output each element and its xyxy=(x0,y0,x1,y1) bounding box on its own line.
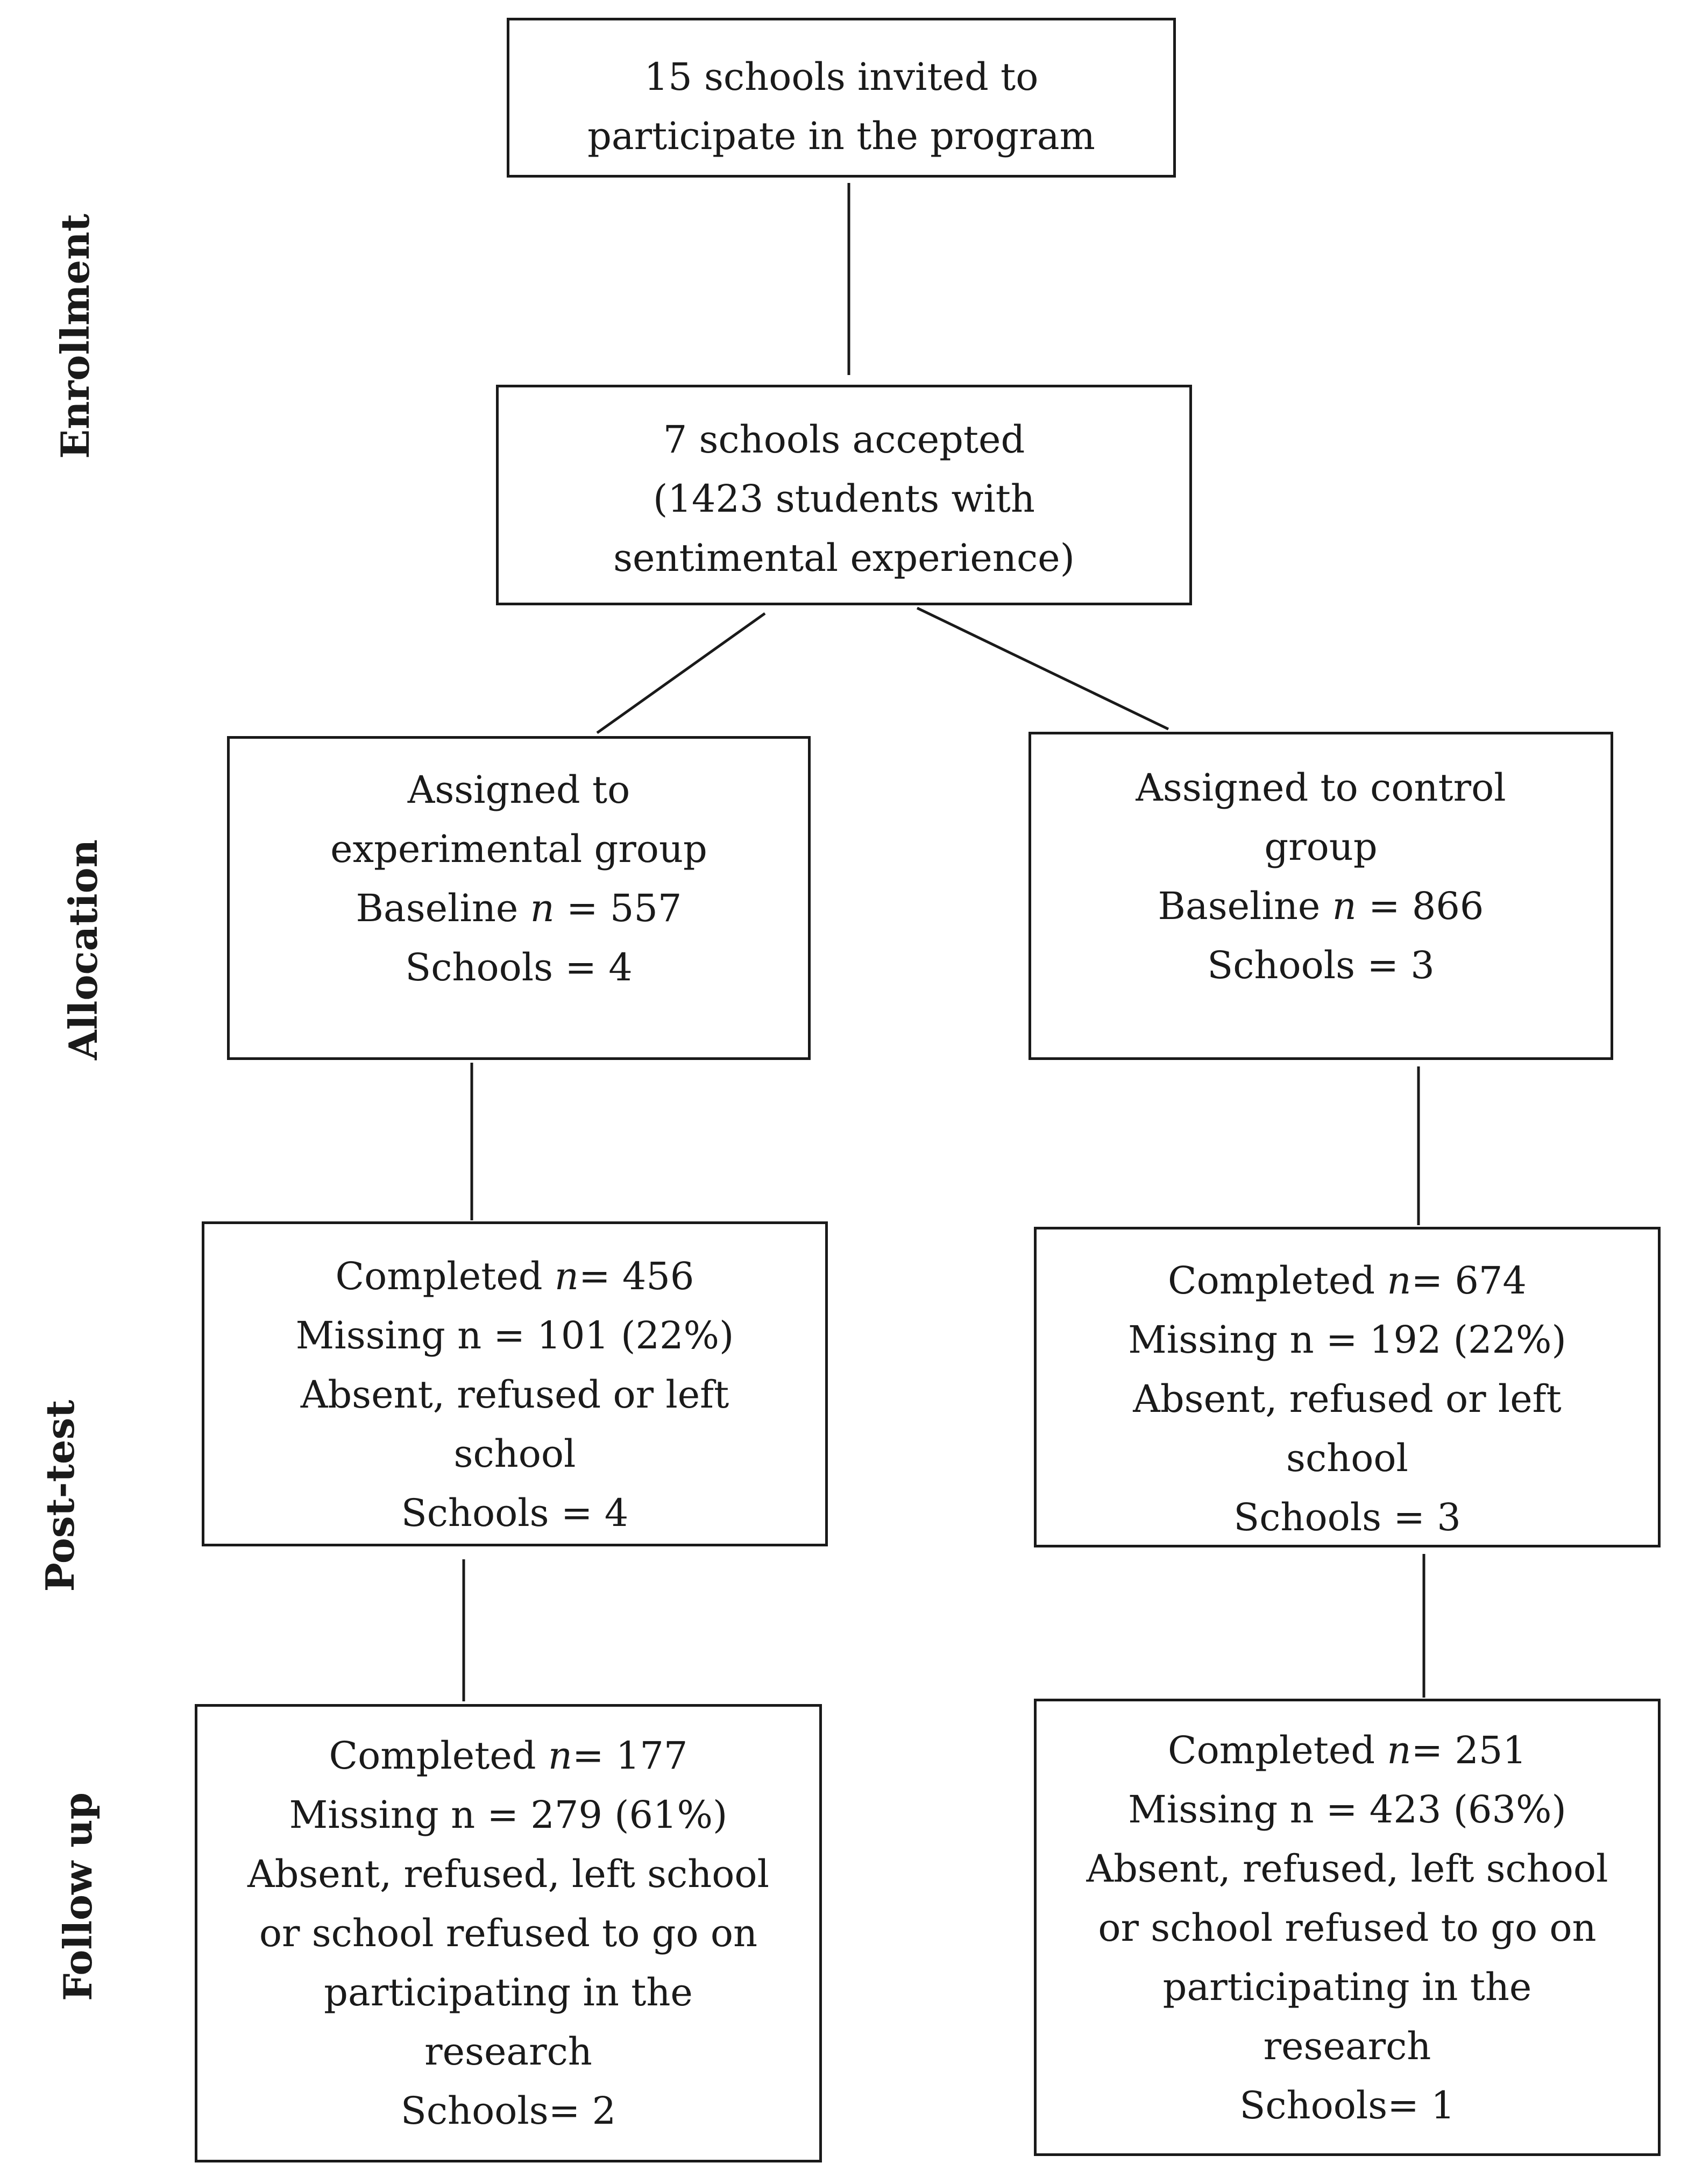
box-text: Absent, refused, left school xyxy=(1086,1847,1608,1891)
missing-count: Missing n = 279 (61%) xyxy=(289,1793,728,1837)
completed-value: = 177 xyxy=(572,1734,688,1778)
box-schools-invited: 15 schools invited to participate in the… xyxy=(507,18,1176,178)
completed-prefix: Completed xyxy=(335,1254,555,1298)
schools-count: Schools= 1 xyxy=(1239,2083,1455,2128)
box-text: school xyxy=(1286,1436,1408,1480)
box-experimental-followup: Completed n= 177 Missing n = 279 (61%) A… xyxy=(195,1704,822,2162)
box-text: school xyxy=(453,1432,576,1476)
baseline-prefix: Baseline xyxy=(1158,884,1332,928)
box-text: sentimental experience) xyxy=(613,536,1075,580)
n-symbol: n xyxy=(1387,1728,1412,1772)
schools-count: Schools = 3 xyxy=(1207,943,1435,987)
baseline-value: = 866 xyxy=(1356,884,1484,928)
completed-line: Completed n= 674 xyxy=(1037,1251,1658,1310)
box-text: participating in the xyxy=(1162,1965,1532,2009)
connector-accepted-to-control xyxy=(916,606,1169,731)
completed-value: = 456 xyxy=(578,1254,694,1298)
box-text: (1423 students with xyxy=(653,477,1035,521)
n-symbol: n xyxy=(548,1734,572,1778)
box-text: or school refused to go on xyxy=(1098,1906,1597,1950)
completed-prefix: Completed xyxy=(1168,1728,1387,1772)
completed-value: = 251 xyxy=(1411,1728,1527,1772)
completed-line: Completed n= 251 xyxy=(1037,1721,1658,1780)
box-text: participate in the program xyxy=(587,114,1095,158)
baseline-line: Baseline n = 557 xyxy=(230,879,808,938)
box-text: Absent, refused or left xyxy=(1133,1377,1562,1421)
schools-count: Schools = 4 xyxy=(405,945,633,989)
box-text: Assigned to xyxy=(407,768,630,812)
box-experimental-allocation: Assigned to experimental group Baseline … xyxy=(227,736,811,1060)
missing-count: Missing n = 101 (22%) xyxy=(295,1313,734,1358)
completed-value: = 674 xyxy=(1411,1259,1527,1303)
box-text: Absent, refused or left xyxy=(300,1373,729,1417)
stage-label-allocation: Allocation xyxy=(60,839,106,1061)
baseline-prefix: Baseline xyxy=(356,886,530,930)
n-symbol: n xyxy=(554,1254,579,1298)
box-text: 7 schools accepted xyxy=(663,418,1025,462)
box-text: Assigned to control xyxy=(1136,766,1506,810)
box-text: experimental group xyxy=(330,827,707,871)
completed-prefix: Completed xyxy=(329,1734,548,1778)
schools-count: Schools = 3 xyxy=(1233,1495,1461,1539)
box-schools-accepted: 7 schools accepted (1423 students with s… xyxy=(496,385,1192,605)
box-control-followup: Completed n= 251 Missing n = 423 (63%) A… xyxy=(1034,1699,1661,2156)
box-control-allocation: Assigned to control group Baseline n = 8… xyxy=(1029,732,1613,1060)
box-text: research xyxy=(1263,2024,1431,2068)
box-experimental-posttest: Completed n= 456 Missing n = 101 (22%) A… xyxy=(202,1221,828,1546)
completed-prefix: Completed xyxy=(1168,1259,1387,1303)
box-text: 15 schools invited to xyxy=(644,55,1039,99)
box-text: participating in the xyxy=(324,1970,693,2015)
schools-count: Schools = 4 xyxy=(401,1491,629,1535)
box-text: or school refused to go on xyxy=(259,1911,758,1955)
schools-count: Schools= 2 xyxy=(400,2089,616,2133)
box-control-posttest: Completed n= 674 Missing n = 192 (22%) A… xyxy=(1034,1227,1661,1547)
completed-line: Completed n= 456 xyxy=(204,1247,825,1306)
n-symbol: n xyxy=(530,886,555,930)
stage-label-enrollment: Enrollment xyxy=(52,214,98,459)
n-symbol: n xyxy=(1332,884,1357,928)
completed-line: Completed n= 177 xyxy=(197,1726,819,1785)
missing-count: Missing n = 192 (22%) xyxy=(1128,1318,1566,1362)
connector-accepted-to-experimental xyxy=(596,612,766,734)
missing-count: Missing n = 423 (63%) xyxy=(1128,1787,1566,1832)
stage-label-followup: Follow up xyxy=(55,1792,101,2001)
box-text: Absent, refused, left school xyxy=(247,1852,769,1896)
box-text: research xyxy=(424,2030,592,2074)
baseline-line: Baseline n = 866 xyxy=(1031,877,1611,936)
baseline-value: = 557 xyxy=(554,886,682,930)
box-text: group xyxy=(1264,825,1378,869)
n-symbol: n xyxy=(1387,1259,1412,1303)
